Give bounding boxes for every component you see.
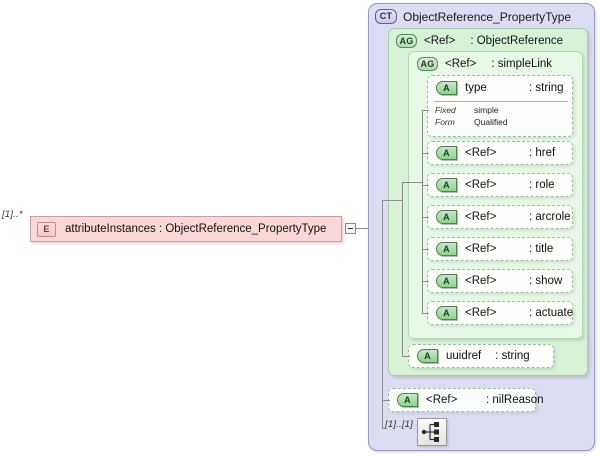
attribute-actuate[interactable]: A <Ref> : actuate — [427, 301, 573, 325]
connector-trunk-simplelink — [422, 110, 423, 313]
attribute-actuate-name: <Ref> — [465, 307, 497, 319]
attribute-role[interactable]: A <Ref> : role — [427, 173, 573, 197]
element-label: attributeInstances : ObjectReference_Pro… — [65, 223, 327, 235]
attribute-type-name: type — [465, 82, 487, 94]
connector-trunk-objectreference — [402, 182, 403, 356]
attribute-icon: A — [436, 178, 457, 192]
attribute-arcrole[interactable]: A <Ref> : arcrole — [427, 205, 573, 229]
attribute-href-row: A <Ref> : href — [428, 146, 555, 160]
attribute-nilReason[interactable]: A <Ref> : nilReason — [388, 388, 544, 412]
attribute-show-name: <Ref> — [465, 275, 497, 287]
attribute-type-datatype: : string — [529, 82, 564, 94]
attribute-icon: A — [417, 349, 438, 363]
connector-branch-role — [422, 185, 429, 186]
connector-branch-sequence — [382, 428, 386, 429]
attributegroup-ObjectReference-type: : ObjectReference — [470, 35, 564, 47]
attribute-uuidref[interactable]: A uuidref : string — [408, 344, 554, 368]
element-icon: E — [37, 221, 56, 237]
attribute-icon: A — [436, 146, 457, 160]
attribute-href[interactable]: A <Ref> : href — [427, 141, 573, 165]
attributegroup-ObjectReference-header: AG <Ref> : ObjectReference — [396, 34, 563, 48]
connector-branch-title — [422, 249, 429, 250]
attribute-icon: A — [436, 274, 457, 288]
attribute-role-name: <Ref> — [465, 179, 497, 191]
attribute-actuate-row: A <Ref> : actuate — [428, 306, 573, 320]
element-cardinality: [1]..* — [2, 209, 23, 220]
collapse-toggle[interactable] — [345, 223, 356, 234]
connector-branch-type — [422, 110, 429, 111]
attribute-href-datatype: : href — [529, 147, 556, 159]
attribute-type[interactable]: A type : string Fixed simple Form Qualif… — [427, 75, 573, 137]
attribute-uuidref-row: A uuidref : string — [409, 349, 530, 363]
attribute-show-row: A <Ref> : show — [428, 274, 562, 288]
sequence-cardinality: [1]..[1] — [385, 419, 414, 430]
sequence-icon-glyph — [421, 422, 439, 442]
connector-branch-nilReason — [382, 400, 390, 401]
connector-trunk-complextype — [382, 200, 383, 428]
attribute-nilReason-row: A <Ref> : nilReason — [389, 393, 544, 407]
element-attributeInstances[interactable]: E attributeInstances : ObjectReference_P… — [30, 216, 342, 242]
complextype-header: CT ObjectReference_PropertyType — [375, 9, 571, 24]
complextype-icon: CT — [375, 9, 397, 24]
attributegroup-icon: AG — [417, 57, 438, 71]
connector-branch-href — [422, 153, 429, 154]
complextype-name: ObjectReference_PropertyType — [403, 9, 572, 24]
connector-branch-show — [422, 281, 429, 282]
attribute-show[interactable]: A <Ref> : show — [427, 269, 573, 293]
sequence-icon[interactable] — [417, 418, 447, 446]
facet-value-fixed: simple — [474, 105, 499, 115]
attributegroup-simpleLink-ref: <Ref> — [445, 58, 477, 70]
attribute-arcrole-datatype: : arcrole — [529, 211, 571, 223]
facet-key-fixed: Fixed — [435, 105, 456, 115]
connector-branch-uuidref — [402, 356, 410, 357]
attribute-icon: A — [436, 81, 457, 95]
connector-branch-attributegroup — [382, 200, 402, 201]
attribute-arcrole-name: <Ref> — [465, 211, 497, 223]
attribute-nilReason-datatype: : nilReason — [486, 394, 544, 406]
attribute-title[interactable]: A <Ref> : title — [427, 237, 573, 261]
facet-key-form: Form — [435, 117, 455, 127]
attribute-nilReason-name: <Ref> — [426, 394, 458, 406]
attribute-href-name: <Ref> — [465, 147, 497, 159]
attribute-show-datatype: : show — [529, 275, 563, 287]
connector-branch-arcrole — [422, 217, 429, 218]
attribute-arcrole-row: A <Ref> : arcrole — [428, 210, 571, 224]
attributegroup-icon: AG — [396, 34, 417, 48]
attributegroup-ObjectReference-ref: <Ref> — [424, 35, 456, 47]
attribute-title-name: <Ref> — [465, 243, 497, 255]
attribute-actuate-datatype: : actuate — [529, 307, 574, 319]
attribute-icon: A — [397, 393, 418, 407]
facet-value-form: Qualified — [474, 117, 508, 127]
attribute-role-datatype: : role — [529, 179, 555, 191]
attributegroup-simpleLink-header: AG <Ref> : simpleLink — [417, 57, 552, 71]
attribute-icon: A — [436, 306, 457, 320]
attributegroup-simpleLink-type: : simpleLink — [491, 58, 553, 70]
facet-divider — [434, 101, 568, 102]
connector-branch-simplelink — [402, 182, 422, 183]
attribute-uuidref-datatype: : string — [495, 350, 530, 362]
connector-branch-actuate — [422, 313, 429, 314]
attribute-uuidref-name: uuidref — [446, 350, 482, 362]
attribute-icon: A — [436, 210, 457, 224]
element-content: E attributeInstances : ObjectReference_P… — [31, 221, 327, 237]
attribute-type-row: A type : string — [428, 81, 564, 95]
attribute-role-row: A <Ref> : role — [428, 178, 555, 192]
attribute-title-datatype: : title — [529, 243, 554, 255]
attribute-title-row: A <Ref> : title — [428, 242, 553, 256]
attribute-icon: A — [436, 242, 457, 256]
